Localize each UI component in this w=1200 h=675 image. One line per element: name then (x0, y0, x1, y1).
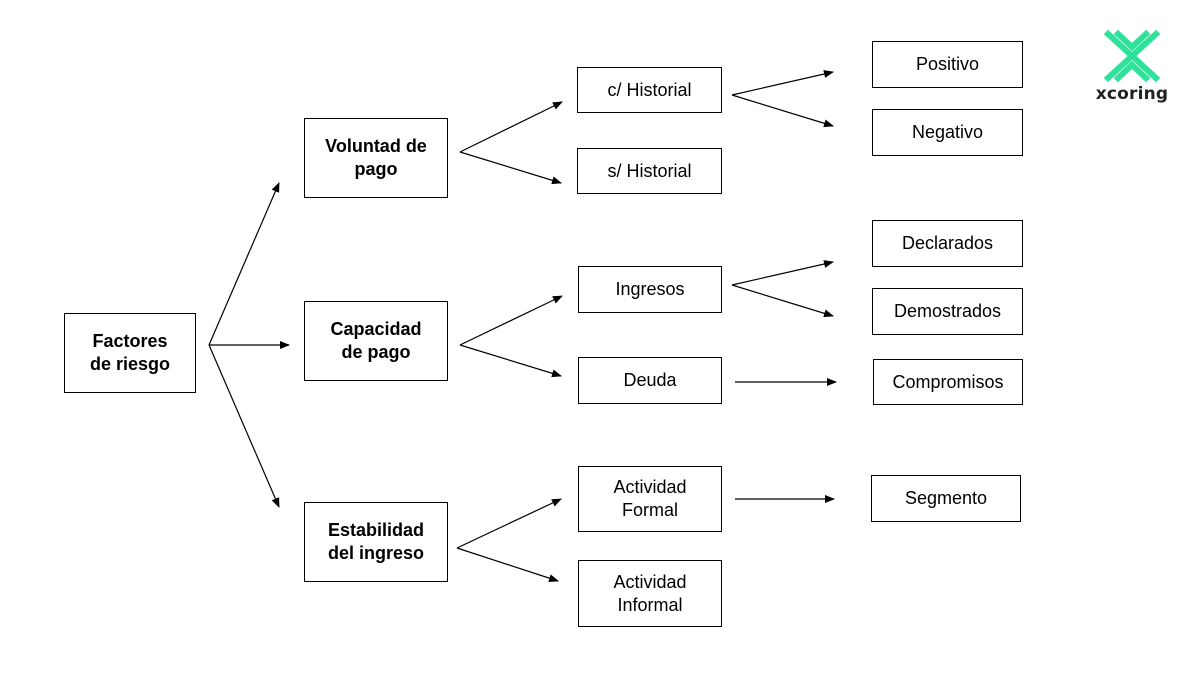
node-factores-de-riesgo: Factores de riesgo (64, 313, 196, 393)
xcoring-logo-text: xcoring (1095, 84, 1169, 104)
arrow-voluntad-to-s_historial (459, 151, 562, 185)
arrow-estabilidad-to-act_formal (456, 498, 562, 549)
node-ingresos: Ingresos (578, 266, 722, 313)
node-s-historial: s/ Historial (577, 148, 722, 194)
xcoring-x-logo-icon (1103, 29, 1161, 83)
node-negativo: Negativo (872, 109, 1023, 156)
node-capacidad-de-pago: Capacidad de pago (304, 301, 448, 381)
node-segmento: Segmento (871, 475, 1021, 522)
node-voluntad-de-pago: Voluntad de pago (304, 118, 448, 198)
arrow-root-to-voluntad (208, 182, 280, 346)
node-demostrados: Demostrados (872, 288, 1023, 335)
arrow-c_historial-to-negativo (731, 94, 834, 128)
node-declarados: Declarados (872, 220, 1023, 267)
arrow-ingresos-to-declarados (731, 260, 834, 286)
node-positivo: Positivo (872, 41, 1023, 88)
node-deuda: Deuda (578, 357, 722, 404)
arrow-voluntad-to-c_historial (459, 101, 563, 153)
node-compromisos: Compromisos (873, 359, 1023, 405)
arrow-c_historial-to-positivo (731, 70, 834, 96)
arrow-capacidad-to-deuda (459, 344, 562, 378)
arrow-ingresos-to-demostrados (731, 284, 834, 318)
arrow-capacidad-to-ingresos (459, 295, 563, 346)
arrow-root-to-estabilidad (208, 344, 280, 508)
node-actividad-informal: Actividad Informal (578, 560, 722, 627)
node-estabilidad-del-ingreso: Estabilidad del ingreso (304, 502, 448, 582)
arrow-estabilidad-to-act_informal (456, 547, 559, 583)
node-actividad-formal: Actividad Formal (578, 466, 722, 532)
node-c-historial: c/ Historial (577, 67, 722, 113)
